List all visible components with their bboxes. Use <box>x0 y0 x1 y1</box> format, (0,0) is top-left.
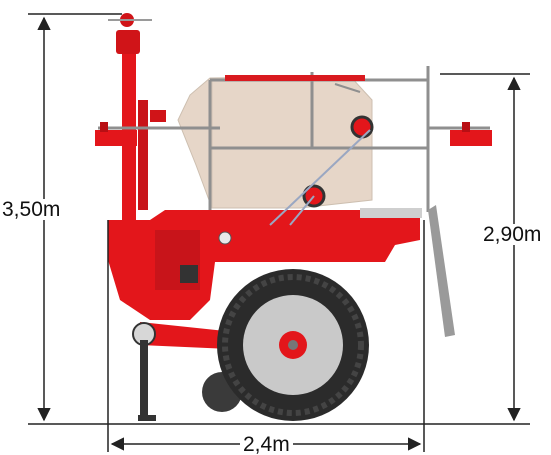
wheel-icon <box>217 269 369 421</box>
total-height-label: 3,50m <box>2 198 61 221</box>
hopper-height-label: 2,90m <box>483 223 542 246</box>
support-stand <box>428 205 455 337</box>
side-marker-right <box>428 122 492 146</box>
hopper-lid <box>225 75 365 81</box>
disc-icon <box>350 115 374 139</box>
width-label: 2,4m <box>240 434 293 455</box>
side-marker-left <box>95 122 220 146</box>
lifting-mast <box>108 13 166 295</box>
chassis <box>108 208 422 320</box>
seed-hopper <box>177 75 373 209</box>
